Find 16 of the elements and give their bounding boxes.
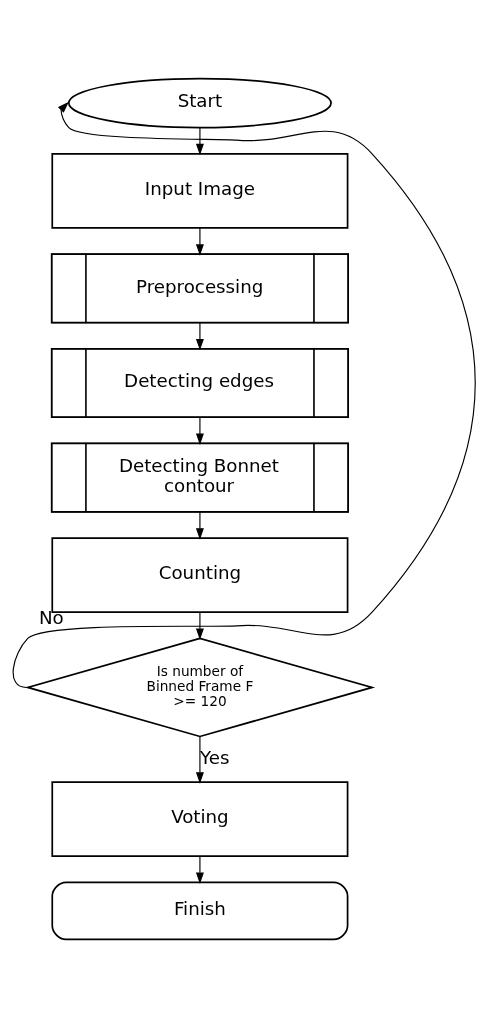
arrow bbox=[195, 416, 204, 445]
node-box: Voting bbox=[51, 780, 349, 857]
arrow bbox=[195, 226, 204, 256]
arrow bbox=[195, 321, 204, 350]
node-box: Input Image bbox=[51, 152, 349, 229]
arrow bbox=[195, 511, 204, 540]
arrow bbox=[195, 611, 204, 640]
node-ellipse: Start bbox=[67, 77, 332, 128]
node-box: Counting bbox=[51, 536, 349, 613]
arrow bbox=[12, 101, 476, 688]
edge-label: Yes bbox=[200, 746, 230, 768]
node-diamond: Is number of Binned Frame F >= 120 bbox=[24, 637, 376, 737]
arrow bbox=[195, 855, 204, 884]
arrow bbox=[195, 735, 204, 784]
node-box: Finish bbox=[51, 881, 349, 940]
arrow bbox=[195, 126, 204, 155]
